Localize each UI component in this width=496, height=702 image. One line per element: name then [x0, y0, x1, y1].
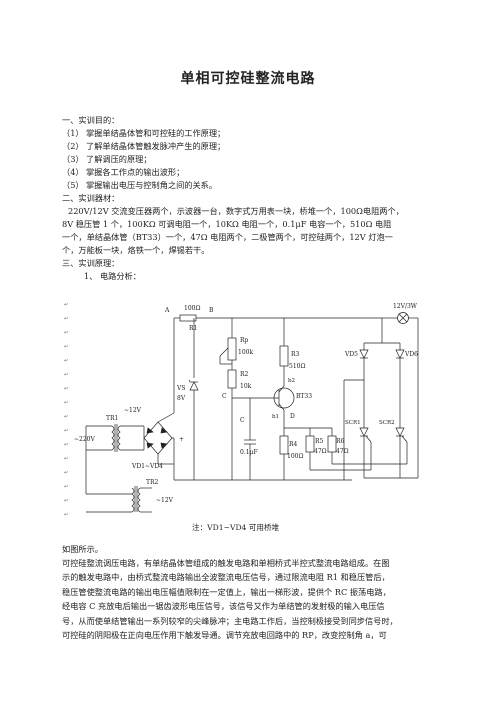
- r4-value-label: 100Ω: [287, 453, 303, 460]
- r1-label: R1: [189, 325, 197, 332]
- secondary-voltage-label: ~12V: [124, 407, 142, 414]
- circuit-diagram: ↵ ↵ ↵ ↵ ↵ ↵ ↵ ↵ ↵ ↵ ↵ ↵ ↵ ↵ ↵ ↵: [64, 302, 419, 532]
- mains-voltage-label: ~220V: [74, 436, 95, 443]
- bridge-label: VD1~VD4: [131, 463, 163, 470]
- paragraph-marks: ↵ ↵ ↵ ↵ ↵ ↵ ↵ ↵ ↵ ↵ ↵ ↵ ↵ ↵ ↵ ↵: [64, 302, 68, 518]
- svg-text:↵: ↵: [64, 428, 68, 434]
- bt33-label: BT33: [296, 393, 312, 400]
- objective-item: （3）了解调压的原理；: [62, 154, 152, 165]
- r2-value-label: 10k: [240, 383, 252, 390]
- vd5-label: VD5: [344, 351, 358, 358]
- svg-text:↵: ↵: [64, 456, 68, 462]
- svg-text:↵: ↵: [64, 344, 68, 350]
- svg-text:↵: ↵: [64, 484, 68, 490]
- svg-text:↵: ↵: [64, 386, 68, 392]
- scr2-label: SCR2: [379, 420, 395, 426]
- svg-text:↵: ↵: [64, 372, 68, 378]
- svg-text:↵: ↵: [64, 498, 68, 504]
- b2-label: b2: [288, 378, 295, 384]
- analysis-line: 可控硅的阴阳极在正向电压作用下触发导通。调节充放电回路中的 RP，改变控制角 a…: [62, 630, 387, 641]
- r6-label: R6: [336, 438, 345, 445]
- subsection-heading: 1、 电路分析：: [84, 271, 141, 281]
- tr2-label: TR2: [146, 479, 159, 486]
- objective-item: （5）掌握输出电压与控制角之间的关系。: [62, 180, 217, 191]
- objective-number: （5）: [62, 180, 84, 190]
- svg-text:↵: ↵: [64, 302, 68, 308]
- objective-text: 掌握输出电压与控制角之间的关系。: [86, 180, 218, 190]
- node-b-label: B: [209, 307, 214, 314]
- capacitor-value-label: 0.1μF: [240, 449, 258, 456]
- objective-item: （1）掌握单结晶体管和可控硅的工作原理；: [62, 128, 225, 139]
- analysis-line: 经电容 C 充放电后输出一锯齿波形电压信号，该信号又作为单结管的发射极的输入电压…: [62, 601, 385, 612]
- figure-reference: 如图所示。: [62, 544, 103, 554]
- svg-text:↵: ↵: [64, 470, 68, 476]
- r3-label: R3: [291, 351, 300, 358]
- r3-value-label: 510Ω: [289, 363, 305, 370]
- circuit-wiring: [85, 312, 419, 513]
- tr1-label: TR1: [106, 415, 118, 422]
- r5-label: R5: [315, 438, 324, 445]
- plus-label: +: [179, 436, 184, 443]
- vs-label: VS: [176, 385, 185, 392]
- circuit-note: 注：VD1~VD4 可用桥堆: [192, 522, 280, 532]
- svg-text:↵: ↵: [64, 442, 68, 448]
- r4-label: R4: [289, 441, 298, 448]
- node-c-label: C: [222, 393, 227, 400]
- capacitor-label: C: [240, 417, 245, 424]
- svg-text:↵: ↵: [64, 400, 68, 406]
- node-d-label: D: [290, 413, 295, 420]
- rp-value-label: 100k: [238, 349, 253, 356]
- rp-label: Rp: [240, 337, 249, 344]
- svg-text:↵: ↵: [64, 358, 68, 364]
- analysis-line: 稳压管使整流电路的输出电压幅值限制在一定值上，输出一梯形波，提供个 RC 振荡电…: [62, 586, 391, 597]
- r5-value-label: 47Ω: [314, 448, 327, 455]
- analysis-line: 可控硅整流调压电路，有单结晶体管组成的触发电路和单相桥式半控式整流电路组成。在图: [62, 558, 390, 568]
- svg-text:↵: ↵: [64, 330, 68, 336]
- equipment-line: 个，万能板一块，烙铁一个，焊锡若干。: [62, 245, 210, 255]
- objective-text: 掌握各工作点的输出波形；: [86, 167, 185, 177]
- objective-number: （3）: [62, 154, 84, 164]
- equipment-line: 220V/12V 交流变压器两个，示波器一台，数字式万用表一块，桥堆一个，100…: [68, 206, 404, 216]
- objective-text: 了解单结晶体管触发脉冲产生的原理；: [86, 141, 226, 151]
- objective-text: 了解调压的原理；: [86, 154, 152, 164]
- r1-value-label: 100Ω: [184, 305, 200, 312]
- objective-text: 掌握单结晶体管和可控硅的工作原理；: [86, 128, 226, 138]
- section-heading-objectives: 一、实训目的：: [62, 115, 120, 125]
- equipment-line: 8V 稳压管 1 个，100KΩ 可调电阻一个，10KΩ 电阻一个，0.1μF …: [62, 219, 392, 229]
- page-title: 单相可控硅整流电路: [180, 71, 316, 87]
- lamp-label: 12V/3W: [393, 303, 418, 310]
- analysis-line: 示的触发电路中，由桥式整流电路输出全波整流电压信号，通过限流电阻 R1 和稳压管…: [62, 572, 390, 583]
- svg-text:↵: ↵: [64, 316, 68, 322]
- section-heading-principle: 三、实训原理：: [62, 258, 120, 268]
- vd6-label: VD6: [404, 351, 418, 358]
- objective-item: （2）了解单结晶体管触发脉冲产生的原理；: [62, 141, 225, 152]
- tr2-voltage-label: ~12V: [156, 497, 174, 504]
- vs-value-label: 8V: [177, 395, 186, 402]
- objective-number: （1）: [62, 128, 84, 138]
- objective-item: （4）掌握各工作点的输出波形；: [62, 167, 184, 178]
- equipment-line: 一个，单结晶体管（BT33）一个，47Ω 电阻两个，二极管两个，可控硅两个，12…: [62, 232, 393, 242]
- r6-value-label: 47Ω: [336, 448, 349, 455]
- scr1-label: SCR1: [345, 420, 361, 426]
- objective-number: （4）: [62, 167, 84, 177]
- svg-text:↵: ↵: [64, 414, 68, 420]
- r2-label: R2: [240, 371, 249, 378]
- objective-number: （2）: [62, 141, 84, 151]
- analysis-line: 号，从而使单结管输出一系列较窄的尖峰脉冲；主电路工作后，当控制极接受到同步信号时…: [62, 615, 398, 626]
- section-heading-equipment: 二、实训器材：: [62, 193, 120, 203]
- analysis-paragraph: 可控硅整流调压电路，有单结晶体管组成的触发电路和单相桥式半控式整流电路组成。在图…: [62, 556, 440, 642]
- svg-text:↵: ↵: [64, 512, 68, 518]
- b1-label: b1: [272, 414, 279, 420]
- node-a-label: A: [164, 307, 170, 314]
